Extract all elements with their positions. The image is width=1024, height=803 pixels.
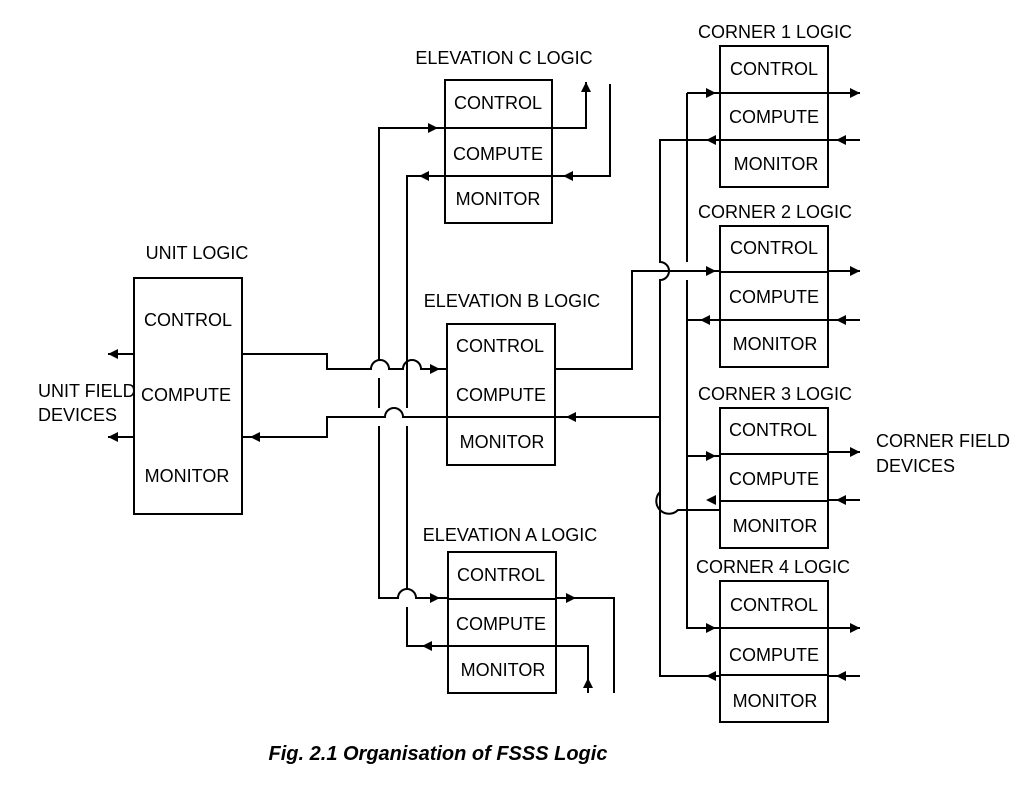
wire-elevb-monitor-in xyxy=(556,645,589,693)
wire-corner-monitor-bus xyxy=(655,139,720,677)
arrowhead xyxy=(563,171,573,181)
arrowhead xyxy=(850,88,860,98)
block-corner-3-logic: CORNER 3 LOGIC CONTROL COMPUTE MONITOR xyxy=(698,384,852,549)
arrowhead xyxy=(706,88,716,98)
wire-monitor-bus xyxy=(406,175,448,647)
block-row-control: CONTROL xyxy=(730,238,818,258)
block-row-control: CONTROL xyxy=(457,565,545,585)
arrowhead xyxy=(250,432,260,442)
arrowhead xyxy=(581,82,591,92)
block-row-compute: COMPUTE xyxy=(141,385,231,405)
block-corner-2-logic: CORNER 2 LOGIC CONTROL COMPUTE MONITOR xyxy=(698,202,852,368)
arrowhead xyxy=(700,315,710,325)
wire-elevb-to-corner-control xyxy=(555,270,720,370)
arrowhead xyxy=(706,495,716,505)
block-frame xyxy=(719,407,829,549)
block-row-compute: COMPUTE xyxy=(729,287,819,307)
block-row-control: CONTROL xyxy=(730,59,818,79)
wire-control-bus xyxy=(378,127,448,599)
wire-elevc-monitor-in xyxy=(552,84,611,177)
block-row-compute: COMPUTE xyxy=(456,385,546,405)
arrowhead xyxy=(108,432,118,442)
corner-field-wires xyxy=(828,88,860,681)
block-corner-4-logic: CORNER 4 LOGIC CONTROL COMPUTE MONITOR xyxy=(696,557,850,723)
block-title: UNIT LOGIC xyxy=(146,243,249,263)
block-title: CORNER 2 LOGIC xyxy=(698,202,852,222)
block-frame xyxy=(133,277,243,515)
block-row-monitor: MONITOR xyxy=(456,189,541,209)
label-line: CORNER FIELD xyxy=(876,431,1010,451)
block-row-monitor: MONITOR xyxy=(460,432,545,452)
arrowhead xyxy=(836,671,846,681)
block-row-monitor: MONITOR xyxy=(733,334,818,354)
block-row-compute: COMPUTE xyxy=(456,614,546,634)
wire-elevc-control-out xyxy=(552,82,587,129)
wire-elevb-to-unit-monitor xyxy=(242,407,660,438)
arrowhead xyxy=(430,593,440,603)
block-row-control: CONTROL xyxy=(456,336,544,356)
block-row-monitor: MONITOR xyxy=(733,691,818,711)
block-frame xyxy=(719,225,829,368)
block-row-compute: COMPUTE xyxy=(729,469,819,489)
block-title: ELEVATION C LOGIC xyxy=(415,48,592,68)
block-row-control: CONTROL xyxy=(730,595,818,615)
arrowhead xyxy=(706,266,716,276)
corner-field-devices-label: CORNER FIELD DEVICES xyxy=(876,431,1010,476)
block-title: ELEVATION B LOGIC xyxy=(424,291,600,311)
arrowhead xyxy=(836,495,846,505)
block-elevation-a-logic: ELEVATION A LOGIC CONTROL COMPUTE MONITO… xyxy=(423,525,597,694)
arrowhead xyxy=(428,123,438,133)
arrowhead xyxy=(108,349,118,359)
arrowhead xyxy=(706,135,716,145)
block-row-compute: COMPUTE xyxy=(729,645,819,665)
block-corner-1-logic: CORNER 1 LOGIC CONTROL COMPUTE MONITOR xyxy=(698,22,852,188)
block-row-monitor: MONITOR xyxy=(461,660,546,680)
arrowhead xyxy=(836,135,846,145)
block-row-compute: COMPUTE xyxy=(453,144,543,164)
figure-caption: Fig. 2.1 Organisation of FSSS Logic xyxy=(269,743,608,765)
label-line: DEVICES xyxy=(38,405,117,425)
label-line: DEVICES xyxy=(876,456,955,476)
block-title: CORNER 4 LOGIC xyxy=(696,557,850,577)
block-frame xyxy=(447,551,557,694)
arrowhead xyxy=(422,641,432,651)
arrowhead xyxy=(566,412,576,422)
block-row-control: CONTROL xyxy=(454,93,542,113)
block-frame xyxy=(446,323,556,466)
block-frame xyxy=(444,79,553,224)
arrowhead xyxy=(850,266,860,276)
block-elevation-b-logic: ELEVATION B LOGIC CONTROL COMPUTE MONITO… xyxy=(424,291,600,466)
block-row-monitor: MONITOR xyxy=(733,516,818,536)
block-row-control: CONTROL xyxy=(144,310,232,330)
arrowhead xyxy=(850,447,860,457)
label-line: UNIT FIELD xyxy=(38,381,136,401)
arrowhead xyxy=(706,451,716,461)
arrowhead xyxy=(419,171,429,181)
block-title: CORNER 1 LOGIC xyxy=(698,22,852,42)
arrowhead xyxy=(706,671,716,681)
block-row-control: CONTROL xyxy=(729,420,817,440)
block-unit-logic: UNIT LOGIC CONTROL COMPUTE MONITOR xyxy=(133,243,249,515)
arrowhead xyxy=(583,678,593,688)
block-row-monitor: MONITOR xyxy=(145,466,230,486)
wire-corner-control-bus xyxy=(686,93,720,629)
block-row-monitor: MONITOR xyxy=(734,154,819,174)
block-row-compute: COMPUTE xyxy=(729,107,819,127)
block-title: CORNER 3 LOGIC xyxy=(698,384,852,404)
arrowhead xyxy=(706,623,716,633)
arrowhead xyxy=(836,315,846,325)
arrowhead xyxy=(850,623,860,633)
block-title: ELEVATION A LOGIC xyxy=(423,525,597,545)
wire-unit-to-elevb-control xyxy=(242,353,447,370)
block-frame xyxy=(719,45,829,188)
unit-field-devices-label: UNIT FIELD DEVICES xyxy=(38,381,136,425)
arrowhead xyxy=(430,364,440,374)
block-frame xyxy=(719,580,829,723)
block-elevation-c-logic: ELEVATION C LOGIC CONTROL COMPUTE MONITO… xyxy=(415,48,593,224)
arrowhead xyxy=(566,593,576,603)
